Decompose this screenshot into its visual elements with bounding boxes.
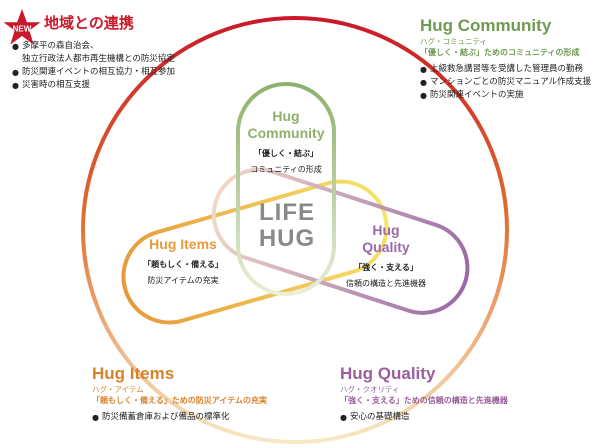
capsule-quality-shape <box>211 167 470 315</box>
quality-title: Hug Quality <box>340 364 436 383</box>
capsule-items-shape <box>121 179 389 325</box>
quality-tag: 「強く・支える」ための信頼の構造と先進機器 <box>340 396 508 405</box>
list-item: 防災備蓄倉庫および備品の標準化 <box>92 411 292 424</box>
items-list: 防災備蓄倉庫および備品の標準化 <box>92 411 292 424</box>
capsule-quality-tag: 「強く・支える」 <box>354 263 418 272</box>
community-block: Hug Community ハグ・コミュニティ 「優しく・結ぶ」ためのコミュニテ… <box>420 16 598 102</box>
center-label: LIFE HUG <box>242 200 332 252</box>
regional-title: 地域との連携 <box>44 15 134 32</box>
capsule-items-label: Hug Items 「頼もしく・備える」 防災アイテムの充実 <box>128 236 238 286</box>
capsule-community-tag: 「優しく・結ぶ」 <box>254 149 318 158</box>
list-item: 災害時の相互支援 <box>12 79 274 92</box>
list-item: 上級救急講習等を受講した管理員の勤務 <box>420 63 598 76</box>
capsule-quality-title-2: Quality <box>362 239 410 255</box>
list-item: 防災関連イベントの実施 <box>420 89 598 102</box>
capsule-quality-desc: 信頼の構造と先進機器 <box>346 279 426 288</box>
center-line-2: HUG <box>258 225 316 252</box>
regional-block: 地域との連携 多摩平の森自治会、 独立行政法人都市再生機構との防災協定 防災関連… <box>12 14 274 92</box>
list-item: 多摩平の森自治会、 独立行政法人都市再生機構との防災協定 <box>12 40 274 66</box>
center-line-1: LIFE <box>259 199 315 226</box>
capsule-community-label: Hug Community 「優しく・結ぶ」 コミュニティの形成 <box>236 108 336 175</box>
community-title: Hug Community <box>420 16 552 35</box>
list-item: マンションごとの防災マニュアル作成支援 <box>420 76 598 89</box>
community-sub: ハグ・コミュニティ <box>420 37 488 46</box>
outer-ring <box>81 16 509 444</box>
quality-sub: ハグ・クオリティ <box>340 385 400 394</box>
capsule-community-title-2: Community <box>247 125 325 141</box>
quality-list: 安心の基礎構造 <box>340 411 540 424</box>
capsule-community-desc: コミュニティの形成 <box>250 165 322 174</box>
capsule-quality-label: Hug Quality 「強く・支える」 信頼の構造と先進機器 <box>336 222 436 289</box>
regional-list: 多摩平の森自治会、 独立行政法人都市再生機構との防災協定 防災関連イベントの相互… <box>12 40 274 92</box>
star-icon <box>3 9 41 45</box>
capsule-community-title-1: Hug <box>272 108 300 124</box>
capsule-items-desc: 防災アイテムの充実 <box>147 276 219 285</box>
list-item: 安心の基礎構造 <box>340 411 540 424</box>
items-tag: 「頼もしく・備える」ための防災アイテムの充実 <box>92 396 267 405</box>
items-title: Hug Items <box>92 364 175 383</box>
capsule-community-shape <box>236 82 336 296</box>
items-block: Hug Items ハグ・アイテム 「頼もしく・備える」ための防災アイテムの充実… <box>92 364 292 424</box>
new-badge: NEW <box>3 9 41 45</box>
community-list: 上級救急講習等を受講した管理員の勤務 マンションごとの防災マニュアル作成支援 防… <box>420 63 598 102</box>
list-item: 防災関連イベントの相互協力・相互参加 <box>12 66 274 79</box>
community-tag: 「優しく・結ぶ」ためのコミュニティの形成 <box>420 48 580 57</box>
capsule-quality-title-1: Hug <box>372 222 400 238</box>
new-badge-label: NEW <box>13 25 32 34</box>
capsule-items-title: Hug Items <box>149 236 217 252</box>
items-sub: ハグ・アイテム <box>92 385 144 394</box>
capsule-items-tag: 「頼もしく・備える」 <box>143 260 223 269</box>
quality-block: Hug Quality ハグ・クオリティ 「強く・支える」ための信頼の構造と先進… <box>340 364 540 424</box>
